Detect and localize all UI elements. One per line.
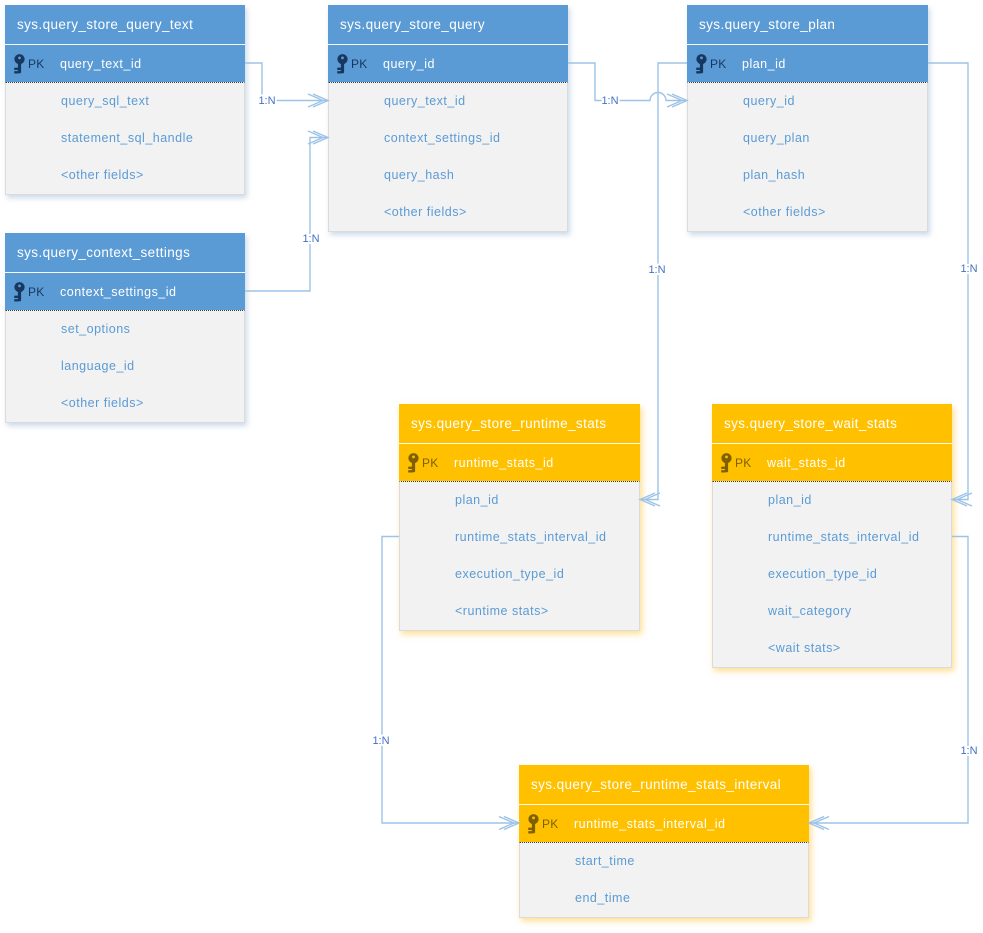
pk-row: PK wait_stats_id xyxy=(712,443,952,481)
key-icon xyxy=(336,53,349,74)
cardinality-label: 1:N xyxy=(372,735,389,747)
arrowhead-icon xyxy=(671,93,689,108)
field-row: context_settings_id xyxy=(384,131,501,145)
cardinality-label: 1:N xyxy=(960,745,977,757)
table-body: start_time end_time xyxy=(519,842,809,918)
field-row: <other fields> xyxy=(384,205,467,219)
field-row: runtime_stats_interval_id xyxy=(455,530,607,544)
table-query-store-query[interactable]: sys.query_store_query PK query_id query_… xyxy=(328,5,568,232)
table-title: sys.query_context_settings xyxy=(5,233,245,272)
table-query-store-runtime-stats-interval[interactable]: sys.query_store_runtime_stats_interval P… xyxy=(519,765,809,918)
field-row: runtime_stats_interval_id xyxy=(768,530,920,544)
table-query-store-plan[interactable]: sys.query_store_plan PK plan_id query_id… xyxy=(687,5,928,232)
cardinality-label: 1:N xyxy=(302,233,319,245)
field-row: <other fields> xyxy=(743,205,826,219)
key-icon xyxy=(407,452,420,473)
arrowhead-icon xyxy=(950,492,968,507)
arrowhead-icon xyxy=(312,130,330,145)
arrowhead-icon xyxy=(312,93,330,108)
field-row: statement_sql_handle xyxy=(61,131,194,145)
pk-row: PK runtime_stats_id xyxy=(399,443,640,481)
field-row: query_sql_text xyxy=(61,94,150,108)
pk-row: PK context_settings_id xyxy=(5,272,245,310)
table-title: sys.query_store_query_text xyxy=(5,5,245,44)
pk-field-name: wait_stats_id xyxy=(767,455,846,470)
field-row: set_options xyxy=(61,322,131,336)
field-row: plan_hash xyxy=(743,168,806,182)
pk-label: PK xyxy=(351,56,368,71)
pk-row: PK runtime_stats_interval_id xyxy=(519,804,809,842)
table-title: sys.query_store_runtime_stats xyxy=(399,404,640,443)
field-row: query_text_id xyxy=(384,94,466,108)
connector-querytext-to-query[interactable] xyxy=(245,62,328,102)
field-row: <other fields> xyxy=(61,168,144,182)
table-query-store-query-text[interactable]: sys.query_store_query_text PK query_text… xyxy=(5,5,245,195)
field-row: query_hash xyxy=(384,168,455,182)
table-title: sys.query_store_runtime_stats_interval xyxy=(519,765,809,804)
pk-label: PK xyxy=(542,816,559,831)
pk-label: PK xyxy=(28,56,45,71)
table-body: plan_id runtime_stats_interval_id execut… xyxy=(712,481,952,668)
key-icon xyxy=(695,53,708,74)
table-title: sys.query_store_plan xyxy=(687,5,928,44)
pk-field-name: query_text_id xyxy=(60,56,142,71)
table-query-store-wait-stats[interactable]: sys.query_store_wait_stats PK wait_stats… xyxy=(712,404,952,668)
key-icon xyxy=(13,281,26,302)
table-title: sys.query_store_query xyxy=(328,5,568,44)
pk-label: PK xyxy=(422,455,439,470)
pk-field-name: query_id xyxy=(383,56,435,71)
arrowhead-icon xyxy=(666,93,684,108)
connector-query-to-plan[interactable] xyxy=(568,62,687,102)
connector-plan-to-runtimestats[interactable] xyxy=(640,62,687,501)
table-body: plan_id runtime_stats_interval_id execut… xyxy=(399,481,640,631)
cardinality-label: 1:N xyxy=(258,95,275,107)
field-row: start_time xyxy=(575,854,635,868)
arrowhead-icon xyxy=(955,492,973,507)
field-row: wait_category xyxy=(768,604,852,618)
pk-row: PK plan_id xyxy=(687,44,928,82)
arrowhead-icon xyxy=(307,130,325,145)
cardinality-label: 1:N xyxy=(960,263,977,275)
table-body: query_sql_text statement_sql_handle <oth… xyxy=(5,82,245,195)
field-row: end_time xyxy=(575,891,631,905)
key-icon xyxy=(13,53,26,74)
pk-row: PK query_id xyxy=(328,44,568,82)
arrowhead-icon xyxy=(807,815,825,831)
arrowhead-icon xyxy=(498,815,516,831)
pk-field-name: plan_id xyxy=(742,56,786,71)
cardinality-label: 1:N xyxy=(601,95,618,107)
arrowhead-icon xyxy=(643,492,661,507)
field-row: plan_id xyxy=(455,493,499,507)
table-body: set_options language_id <other fields> xyxy=(5,310,245,423)
field-row: <other fields> xyxy=(61,396,144,410)
pk-label: PK xyxy=(710,56,727,71)
field-row: execution_type_id xyxy=(455,567,565,581)
field-row: <runtime stats> xyxy=(455,604,549,618)
table-body: query_id query_plan plan_hash <other fie… xyxy=(687,82,928,232)
arrowhead-icon xyxy=(812,815,830,831)
field-row: plan_id xyxy=(768,493,812,507)
pk-field-name: runtime_stats_interval_id xyxy=(574,816,726,831)
pk-field-name: runtime_stats_id xyxy=(454,455,554,470)
table-body: query_text_id context_settings_id query_… xyxy=(328,82,568,232)
arrowhead-icon xyxy=(638,492,656,507)
table-query-context-settings[interactable]: sys.query_context_settings PK context_se… xyxy=(5,233,245,423)
pk-field-name: context_settings_id xyxy=(60,284,177,299)
field-row: <wait stats> xyxy=(768,641,841,655)
arrowhead-icon xyxy=(307,93,325,108)
table-title: sys.query_store_wait_stats xyxy=(712,404,952,443)
cardinality-label: 1:N xyxy=(648,264,665,276)
field-row: query_id xyxy=(743,94,795,108)
key-icon xyxy=(720,452,733,473)
field-row: query_plan xyxy=(743,131,810,145)
arrowhead-icon xyxy=(503,815,521,831)
key-icon xyxy=(527,813,540,834)
connector-contextsettings-to-query[interactable] xyxy=(245,136,328,292)
field-row: execution_type_id xyxy=(768,567,878,581)
pk-label: PK xyxy=(28,284,45,299)
field-row: language_id xyxy=(61,359,135,373)
pk-row: PK query_text_id xyxy=(5,44,245,82)
table-query-store-runtime-stats[interactable]: sys.query_store_runtime_stats PK runtime… xyxy=(399,404,640,631)
pk-label: PK xyxy=(735,455,752,470)
